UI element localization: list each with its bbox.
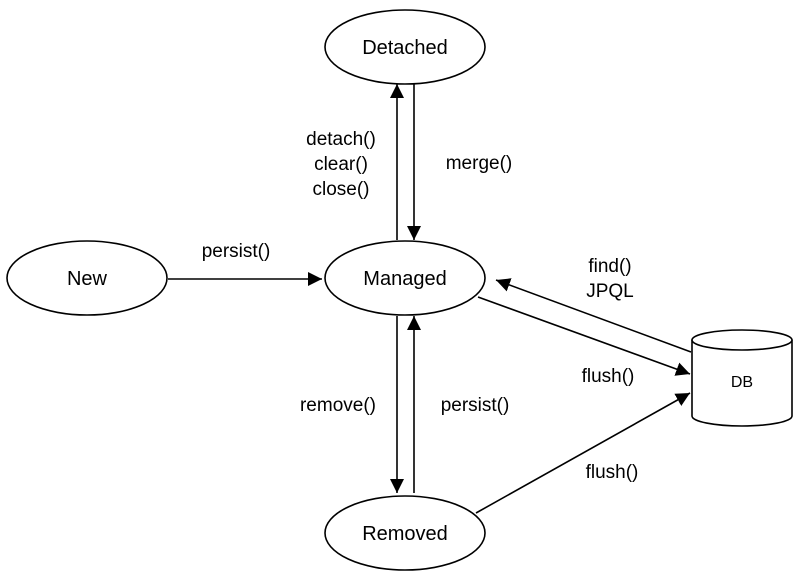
label-close: close() [312, 179, 369, 200]
label-remove: remove() [300, 395, 376, 416]
label-clear: clear() [314, 154, 368, 175]
node-db-label: DB [731, 374, 753, 391]
node-managed-label: Managed [363, 268, 446, 290]
label-find: find() [588, 256, 631, 277]
node-managed: Managed [324, 240, 486, 316]
node-detached: Detached [324, 9, 486, 85]
node-db: DB [691, 329, 793, 427]
node-new: New [6, 240, 168, 316]
label-flush-removed: flush() [586, 462, 639, 483]
label-merge: merge() [446, 153, 513, 174]
edge-managed-to-db [477, 296, 691, 376]
label-flush-managed: flush() [582, 366, 635, 387]
label-jpql: JPQL [586, 281, 634, 302]
node-detached-label: Detached [362, 37, 448, 59]
edge-db-to-managed [495, 278, 692, 353]
node-removed: Removed [324, 495, 486, 571]
label-detach: detach() [306, 129, 376, 150]
label-persist-new: persist() [202, 241, 271, 262]
node-new-label: New [67, 268, 108, 290]
edge-removed-to-db [475, 392, 691, 514]
node-removed-label: Removed [362, 523, 448, 545]
label-persist-removed: persist() [441, 395, 510, 416]
